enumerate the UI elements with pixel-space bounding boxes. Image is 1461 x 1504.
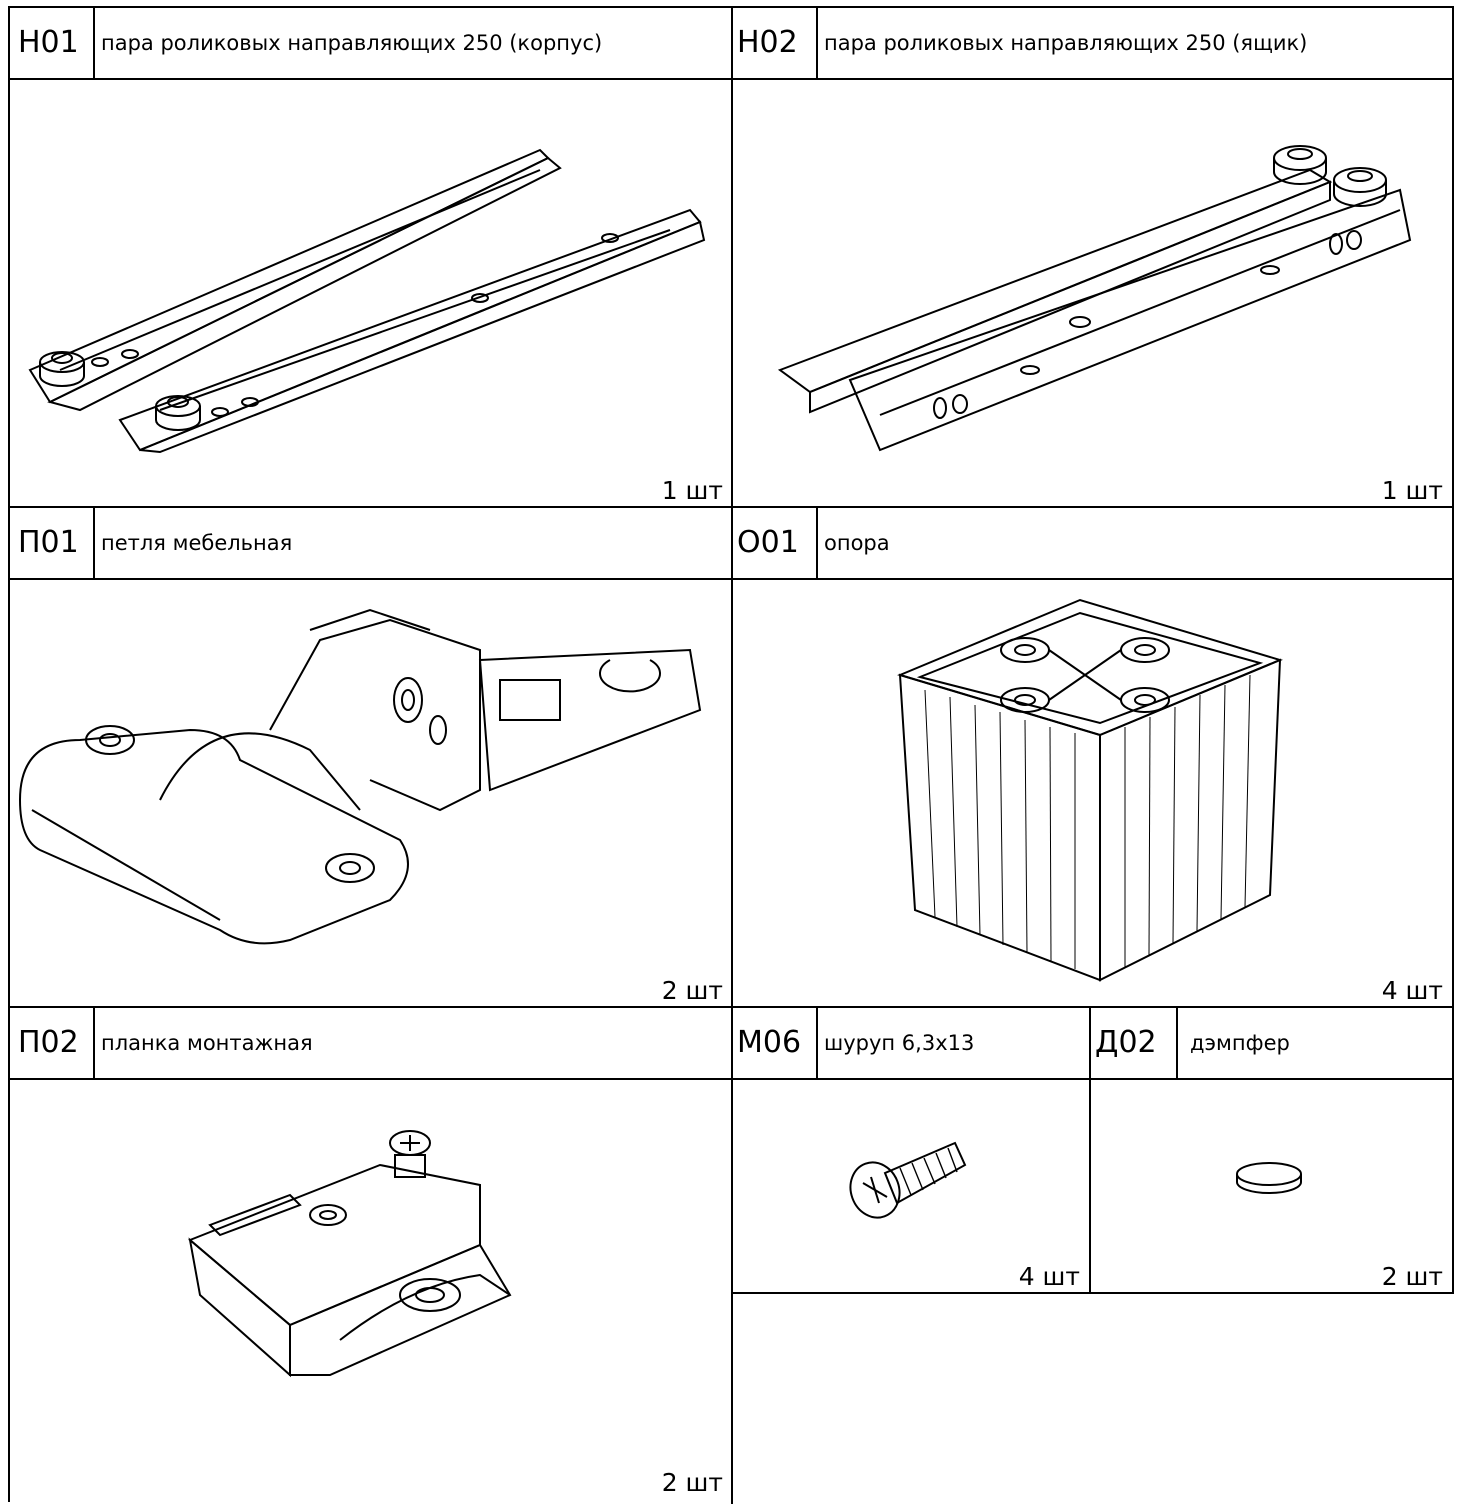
part-quantity: 4 шт	[1018, 1262, 1080, 1291]
drawer-slide-drawer-icon	[770, 130, 1420, 460]
cell-divider	[93, 6, 95, 80]
cell-divider	[816, 506, 818, 580]
cell-divider	[1176, 1006, 1178, 1080]
part-name: опора	[824, 530, 890, 555]
part-code: О01	[737, 525, 799, 560]
part-quantity: 2 шт	[661, 976, 723, 1005]
part-code: Д02	[1095, 1025, 1157, 1060]
part-quantity: 1 шт	[1381, 476, 1443, 505]
cell-divider	[93, 1006, 95, 1080]
part-name: петля мебельная	[101, 530, 293, 555]
part-name: пара роликовых направляющих 250 (ящик)	[824, 30, 1308, 55]
column-divider	[731, 6, 733, 1504]
cell-divider	[816, 6, 818, 80]
part-name: шуруп 6,3х13	[824, 1030, 975, 1055]
part-code: П02	[18, 1025, 79, 1060]
part-code: Н01	[18, 25, 79, 60]
furniture-hinge-icon	[10, 600, 710, 960]
part-code: М06	[737, 1025, 802, 1060]
drawer-slide-cabinet-icon	[20, 140, 710, 460]
screw-icon	[845, 1135, 970, 1220]
furniture-leg-icon	[895, 595, 1285, 985]
part-code: П01	[18, 525, 79, 560]
part-quantity: 2 шт	[661, 1468, 723, 1497]
damper-pad-icon	[1234, 1160, 1304, 1196]
row-divider	[731, 1292, 1454, 1294]
part-quantity: 2 шт	[1381, 1262, 1443, 1291]
cell-divider	[1089, 1006, 1091, 1294]
cell-divider	[816, 1006, 818, 1080]
column-divider	[1452, 6, 1454, 1294]
part-name: пара роликовых направляющих 250 (корпус)	[101, 30, 603, 55]
mounting-plate-icon	[180, 1125, 530, 1380]
part-name: дэмпфер	[1190, 1030, 1290, 1055]
cell-divider	[93, 506, 95, 580]
part-quantity: 1 шт	[661, 476, 723, 505]
part-code: Н02	[737, 25, 798, 60]
part-name: планка монтажная	[101, 1030, 313, 1055]
part-quantity: 4 шт	[1381, 976, 1443, 1005]
